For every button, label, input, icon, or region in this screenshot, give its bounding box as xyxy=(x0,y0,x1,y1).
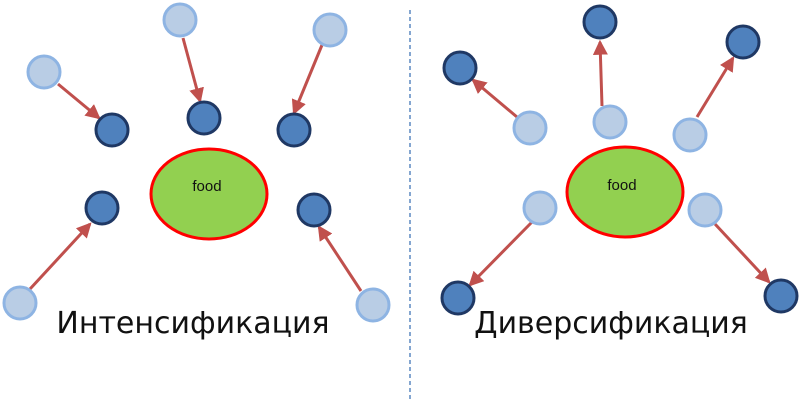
arrow-from-food xyxy=(468,220,534,287)
recruit-node xyxy=(725,24,761,60)
food-label: food xyxy=(607,177,636,194)
arrow-to-food xyxy=(181,37,204,104)
intensification-title: Интенсификация xyxy=(56,306,329,341)
scout-node xyxy=(522,190,558,226)
arrow-to-food xyxy=(57,82,101,120)
right-arrows xyxy=(468,39,771,287)
diversification-panel: food Диверсификация xyxy=(440,4,799,341)
recruit-node xyxy=(94,112,130,148)
food-source xyxy=(149,147,269,241)
arrow-to-food xyxy=(291,44,324,116)
arrow-from-food xyxy=(695,56,735,118)
left-nodes xyxy=(2,2,391,323)
recruit-node xyxy=(763,278,799,314)
scout-node xyxy=(672,117,708,153)
scout-node xyxy=(512,110,548,146)
recruit-node xyxy=(582,4,618,40)
arrow-from-food xyxy=(713,222,771,284)
diversification-title: Диверсификация xyxy=(474,306,748,341)
scout-node xyxy=(26,54,62,90)
scout-node xyxy=(592,104,628,140)
arrow-from-food xyxy=(471,78,518,119)
recruit-node xyxy=(276,112,312,148)
recruit-node xyxy=(296,192,332,228)
arrow-from-food xyxy=(592,39,608,107)
scout-node xyxy=(162,2,198,38)
food-source xyxy=(565,145,685,239)
recruit-node xyxy=(440,280,476,316)
scout-node xyxy=(687,192,723,228)
arrow-to-food xyxy=(28,222,92,291)
recruit-node xyxy=(442,50,478,86)
intensification-panel: food Интенсификация xyxy=(2,2,391,341)
scout-node xyxy=(312,12,348,48)
scout-node xyxy=(355,287,391,323)
recruit-node xyxy=(186,100,222,136)
right-nodes xyxy=(440,4,799,316)
recruit-node xyxy=(84,190,120,226)
scout-node xyxy=(2,285,38,321)
left-arrows xyxy=(28,37,363,292)
arrow-to-food xyxy=(317,225,363,292)
food-label: food xyxy=(192,178,221,195)
